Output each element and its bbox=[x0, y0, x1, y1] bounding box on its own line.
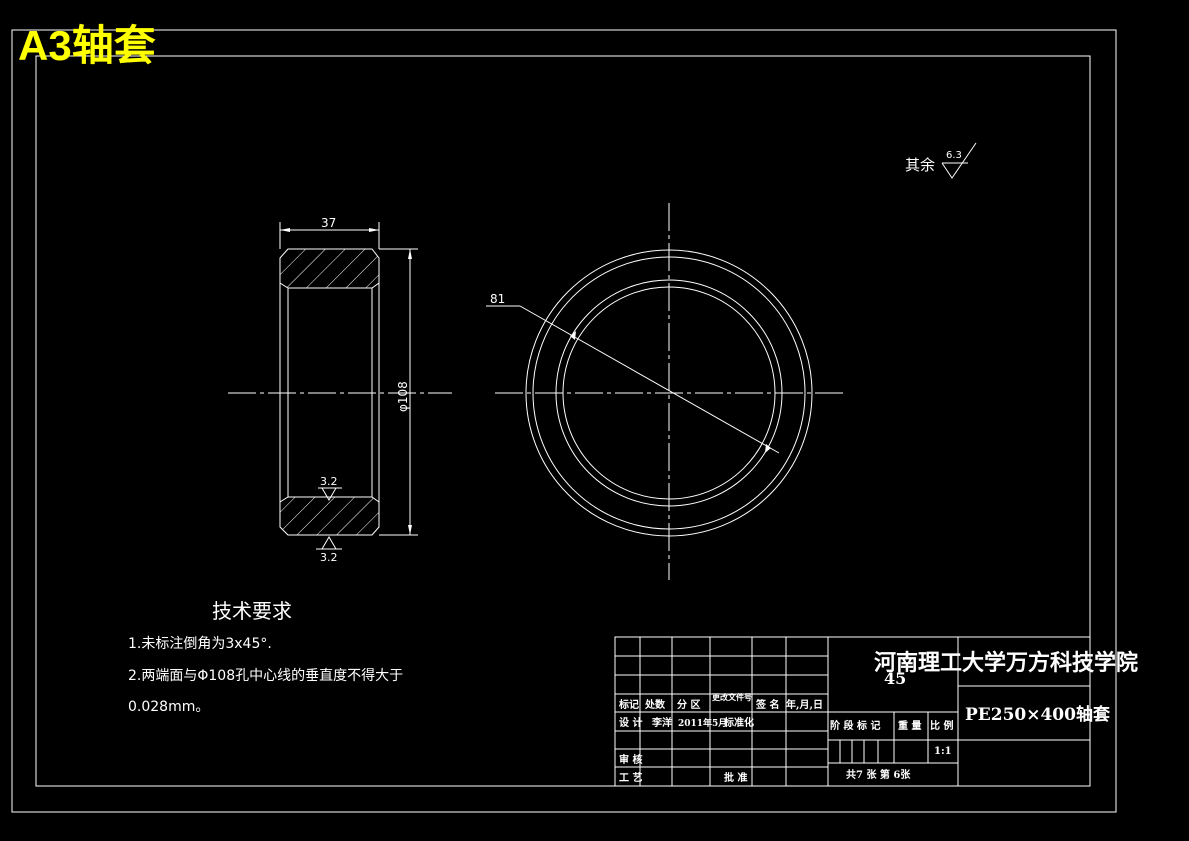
header-doc: 更改文件号 bbox=[712, 692, 752, 702]
weight-header: 重 量 bbox=[898, 719, 921, 732]
bottom-wall-hatch bbox=[279, 496, 380, 536]
scale-header: 比 例 bbox=[930, 719, 953, 732]
svg-text:3.2: 3.2 bbox=[320, 551, 338, 564]
tech-item-1: 1.未标注倒角为3x45°. bbox=[128, 636, 272, 652]
design-date: 2011年5月 bbox=[678, 717, 727, 729]
designer-name: 李洋 bbox=[651, 716, 672, 729]
tech-item-3: 0.028mm。 bbox=[128, 699, 209, 715]
bore-circle bbox=[562, 286, 776, 500]
part-name: PE250×400轴套 bbox=[965, 704, 1111, 725]
header-count: 处数 bbox=[644, 698, 666, 711]
review-label: 审 核 bbox=[619, 753, 642, 766]
tech-requirements: 技术要求 1.未标注倒角为3x45°. 2.两端面与Φ108孔中心线的垂直度不得… bbox=[128, 599, 403, 715]
tech-item-2: 2.两端面与Φ108孔中心线的垂直度不得大于 bbox=[128, 667, 403, 684]
top-wall-hatch bbox=[279, 248, 380, 289]
stage-header: 阶 段 标 记 bbox=[830, 719, 880, 732]
chamfer-inner-circle bbox=[555, 279, 783, 507]
header-zone: 分 区 bbox=[677, 698, 700, 711]
school-name: 河南理工大学万方科技学院 bbox=[874, 650, 1138, 676]
roughness-prefix: 其余 bbox=[905, 156, 935, 174]
chamfer-outer-circle bbox=[532, 256, 806, 530]
sheet-count: 共7 张 第 6张 bbox=[846, 768, 911, 781]
inner-border bbox=[35, 55, 1091, 787]
roughness-outer: 3.2 bbox=[316, 536, 342, 564]
section-view: 37 φ108 3.2 3.2 bbox=[228, 216, 452, 564]
title-block bbox=[614, 636, 1091, 787]
header-date: 年,月,日 bbox=[786, 698, 823, 711]
material: 45 bbox=[884, 669, 906, 688]
dim-width: 37 bbox=[321, 216, 336, 230]
svg-text:3.2: 3.2 bbox=[320, 475, 338, 488]
outer-border bbox=[11, 29, 1117, 813]
header-mark: 标记 bbox=[618, 698, 639, 711]
roughness-value: 6.3 bbox=[946, 150, 962, 161]
roughness-symbol: 其余 6.3 bbox=[905, 142, 977, 179]
scale-value: 1:1 bbox=[934, 746, 952, 757]
outer-circle bbox=[525, 249, 813, 537]
process-label: 工 艺 bbox=[619, 771, 642, 784]
front-view: 81 bbox=[486, 203, 843, 580]
approve-label: 批 准 bbox=[724, 771, 747, 784]
tech-heading: 技术要求 bbox=[212, 599, 292, 623]
sheet-title: A3轴套 bbox=[18, 22, 156, 69]
standardization-label: 标准化 bbox=[723, 716, 754, 729]
design-label: 设 计 bbox=[619, 716, 642, 729]
roughness-inner: 3.2 bbox=[318, 475, 342, 501]
dim-radius: 81 bbox=[490, 292, 505, 306]
header-sign: 签 名 bbox=[755, 698, 779, 711]
dim-diameter: φ108 bbox=[396, 381, 410, 412]
title-block-text: 标记 处数 分 区 更改文件号 签 名 年,月,日 设 计 李洋 2011年5月… bbox=[618, 650, 1138, 784]
